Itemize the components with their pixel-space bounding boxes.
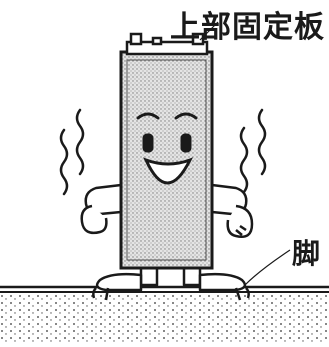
top-fixing-plate	[125, 32, 209, 56]
right-eyebrow	[174, 112, 198, 120]
feet	[92, 263, 250, 301]
left-eyebrow	[136, 112, 160, 120]
right-eye	[180, 133, 192, 153]
mouth	[143, 157, 194, 185]
leg-label-partial: 脚	[292, 237, 321, 270]
left-arm	[80, 183, 122, 235]
left-eye	[142, 133, 154, 153]
top-plate-label: 上部固定板	[170, 10, 325, 45]
floor	[0, 285, 329, 343]
face	[136, 112, 198, 185]
motion-lines	[59, 108, 267, 196]
cabinet-body	[119, 50, 214, 270]
leader-lines	[199, 21, 291, 286]
right-arm	[211, 183, 254, 238]
